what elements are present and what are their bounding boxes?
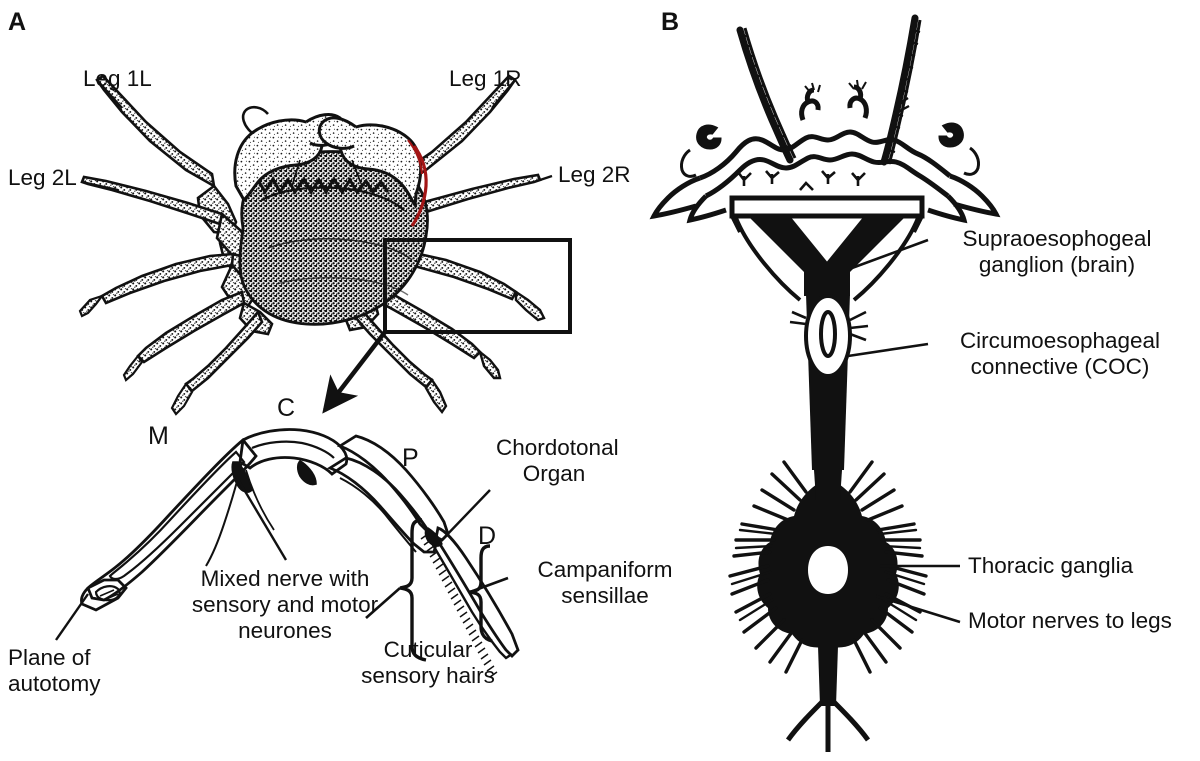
leader-plane-of-autotomy: [55, 593, 89, 641]
bracket-cuticular-sensory-hairs: [365, 518, 427, 662]
label-campaniform-sensillae: Campaniform sensillae: [517, 557, 693, 609]
label-thoracic-ganglia: Thoracic ganglia: [968, 553, 1134, 578]
leader-leg-2l: [81, 180, 119, 192]
label-campaniform-sensillae-line2: sensillae: [561, 583, 649, 608]
cuticular-sensory-hairs-hatching: [420, 533, 498, 678]
label-plane-of-autotomy: Plane of autotomy: [8, 645, 158, 697]
crab-chelipeds: [233, 105, 428, 227]
leader-motor-nerves: [875, 594, 961, 624]
head-outline: [699, 129, 952, 199]
leader-leg-1l: [96, 79, 123, 109]
label-plane-of-autotomy-line1: Plane of: [8, 645, 91, 670]
leader-chordotonal-organ: [441, 489, 491, 541]
leader-leg-2r: [539, 174, 553, 182]
merus-outline: [86, 438, 258, 602]
panel-b-leaders: [847, 238, 961, 624]
leg-schematic-leaders: [55, 475, 491, 641]
label-cuticular-sensory-hairs-line2: sensory hairs: [361, 663, 495, 688]
label-chordotonal-organ-line1: Chordotonal: [496, 435, 619, 460]
label-supraoesophogeal-ganglion-line2: ganglion (brain): [978, 252, 1136, 277]
magnifier-arrow: [322, 330, 387, 414]
leader-supraoesophogeal: [851, 238, 929, 270]
label-plane-of-autotomy-line2: autotomy: [8, 671, 101, 696]
motor-nerves-to-legs: [728, 460, 928, 674]
label-mixed-nerve: Mixed nerve with sensory and motor neuro…: [186, 566, 384, 644]
label-leg-2l: Leg 2L: [8, 165, 77, 190]
crab-illustration: [78, 74, 572, 416]
label-chordotonal-organ: Chordotonal Organ: [496, 435, 696, 487]
label-cuticular-sensory-hairs-line1: Cuticular: [383, 637, 473, 662]
panel-b-letter: B: [661, 8, 680, 36]
label-circumoesophageal-connective: Circumoesophageal connective (COC): [932, 328, 1188, 380]
mixed-nerve-path: [205, 469, 241, 567]
antennae: [736, 14, 922, 166]
crab-label-leaders: [81, 79, 553, 192]
eyestalks: [680, 122, 980, 178]
label-supraoesophogeal-ganglion-line1: Supraoesophogeal: [962, 226, 1152, 251]
merus-lumen: [108, 450, 246, 581]
antenna-left-segments: [740, 33, 792, 150]
label-mixed-nerve-line2: sensory and motor: [191, 592, 379, 617]
label-circumoesophageal-connective-line2: connective (COC): [970, 354, 1150, 379]
thoracic-ganglia: [757, 470, 899, 752]
label-supraoesophogeal-ganglion: Supraoesophogeal ganglion (brain): [932, 226, 1182, 278]
panel-a-letter: A: [8, 8, 27, 36]
crab-nervous-system: [649, 14, 1001, 752]
circumoesophageal-connective: [789, 294, 869, 470]
carapace-wings: [649, 173, 1001, 224]
dactyl-outline: [434, 526, 520, 658]
magnifier-box: [383, 238, 572, 334]
label-segment-propodus: P: [402, 444, 419, 472]
label-segment-merus: M: [148, 422, 169, 450]
label-leg-1r: Leg 1R: [449, 66, 522, 91]
leader-leg-1r: [491, 79, 516, 109]
leader-circumoesophageal: [847, 342, 929, 358]
bracket-campaniform-sensillae: [469, 544, 509, 643]
label-motor-nerves-to-legs: Motor nerves to legs: [968, 608, 1172, 633]
supraoesophogeal-ganglion: [729, 195, 925, 302]
label-campaniform-sensillae-line1: Campaniform: [537, 557, 673, 582]
label-mixed-nerve-line3: neurones: [238, 618, 332, 643]
label-leg-2r: Leg 2R: [558, 162, 631, 187]
label-cuticular-sensory-hairs: Cuticular sensory hairs: [332, 637, 524, 689]
antennules: [799, 79, 869, 121]
label-circumoesophageal-connective-line1: Circumoesophageal: [959, 328, 1161, 353]
label-segment-dactyl: D: [478, 522, 497, 550]
label-segment-carpus: C: [277, 394, 296, 422]
leader-mixed-nerve: [234, 475, 288, 561]
label-leg-1l: Leg 1L: [83, 66, 152, 91]
label-chordotonal-organ-line2: Organ: [522, 461, 586, 486]
label-mixed-nerve-line1: Mixed nerve with: [200, 566, 370, 591]
